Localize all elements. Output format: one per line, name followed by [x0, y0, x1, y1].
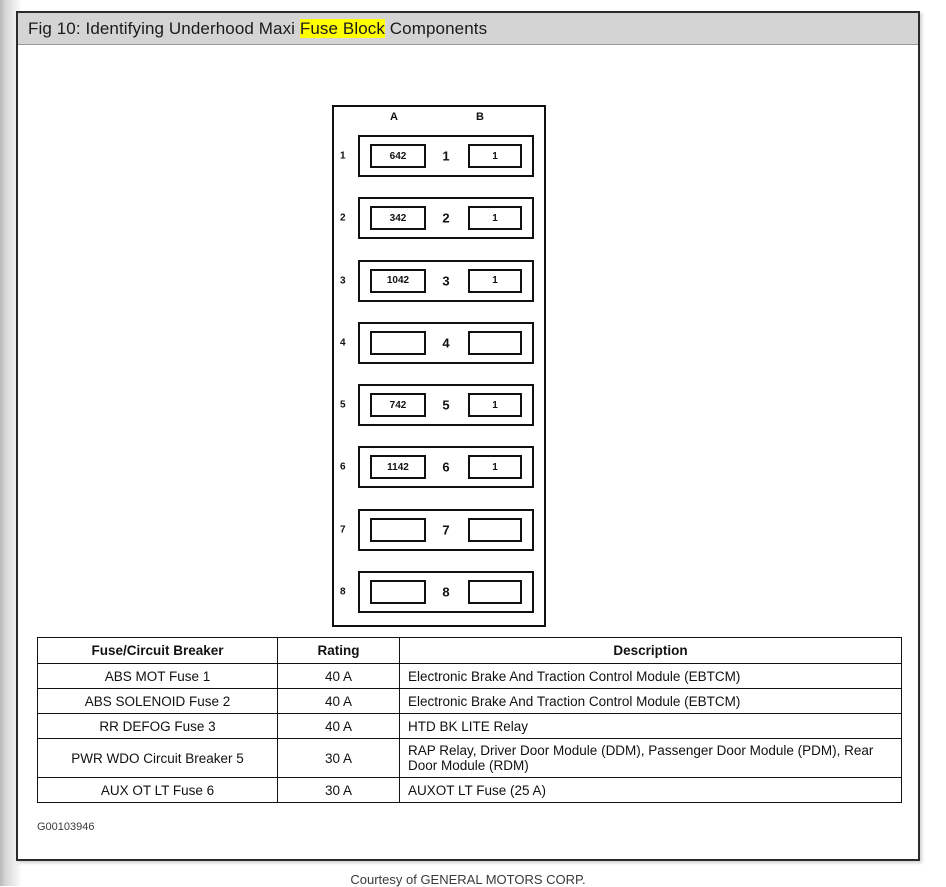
fuse-row-number: 6: [340, 461, 346, 473]
cell-description: Electronic Brake And Traction Control Mo…: [399, 663, 902, 689]
cell-description: Electronic Brake And Traction Control Mo…: [399, 688, 902, 714]
page-title: Fig 10: Identifying Underhood Maxi Fuse …: [28, 18, 488, 39]
fuse-slot-b: [468, 330, 522, 355]
fuse-row-housing: [358, 508, 534, 551]
fuse-block-diagram: A B 1 642 1 1 2 342 2: [332, 105, 546, 627]
fuse-row-housing: [358, 259, 534, 302]
fuse-row-number: 2: [340, 212, 346, 224]
fuse-row-number: 1: [340, 150, 346, 162]
fuse-block-row: 4 4: [340, 318, 534, 368]
cell-rating: 40 A: [277, 713, 400, 739]
document-panel: Fig 10: Identifying Underhood Maxi Fuse …: [16, 11, 920, 887]
fuse-slot-a: 742: [370, 393, 426, 418]
fuse-slot-a: [370, 330, 426, 355]
fuse-slot-a: 342: [370, 206, 426, 231]
figure-content: A B 1 642 1 1 2 342 2: [18, 45, 918, 887]
fuse-block-row: 5 742 5 1: [340, 380, 534, 430]
fuse-block-row: 7 7: [340, 505, 534, 555]
fuse-slot-b: 1: [468, 455, 522, 480]
title-highlight: Fuse Block: [299, 18, 385, 38]
fuse-block-rows: 1 642 1 1 2 342 2 1 3: [334, 129, 544, 619]
fuse-slot-a: [370, 517, 426, 542]
fuse-block-row: 6 1142 6 1: [340, 442, 534, 492]
table-row: AUX OT LT Fuse 6 30 A AUXOT LT Fuse (25 …: [37, 777, 902, 803]
fuse-row-number: 7: [340, 524, 346, 536]
fuse-center-number: 1: [442, 148, 450, 164]
column-header-b: B: [476, 111, 484, 123]
fuse-row-number: 5: [340, 399, 346, 411]
fuse-center-number: 8: [442, 584, 450, 600]
column-header-a: A: [390, 111, 398, 123]
fuse-center-number: 7: [442, 522, 450, 538]
cell-fuse-name: AUX OT LT Fuse 6: [37, 777, 278, 803]
table-row: ABS MOT Fuse 1 40 A Electronic Brake And…: [37, 663, 902, 689]
fuse-slot-b: [468, 579, 522, 604]
cell-description: HTD BK LITE Relay: [399, 713, 902, 739]
fuse-slot-a: 1142: [370, 455, 426, 480]
fuse-block-row: 2 342 2 1: [340, 193, 534, 243]
cell-fuse-name: RR DEFOG Fuse 3: [37, 713, 278, 739]
fuse-row-housing: [358, 384, 534, 427]
fuse-center-number: 4: [442, 335, 450, 351]
cell-fuse-name: ABS MOT Fuse 1: [37, 663, 278, 689]
fuse-slot-a: 642: [370, 144, 426, 168]
figure-title-bar: Fig 10: Identifying Underhood Maxi Fuse …: [18, 13, 918, 45]
fuse-row-number: 3: [340, 275, 346, 287]
title-prefix: Fig 10: Identifying Underhood Maxi: [28, 18, 300, 38]
title-suffix: Components: [384, 18, 488, 38]
table-row: PWR WDO Circuit Breaker 5 30 A RAP Relay…: [37, 738, 902, 778]
fuse-block-row: 3 1042 3 1: [340, 256, 534, 306]
figure-id: G00103946: [37, 821, 95, 833]
fuse-row-number: 4: [340, 337, 346, 349]
fuse-slot-b: 1: [468, 268, 522, 293]
fuse-row-housing: [358, 570, 534, 613]
fuse-slot-b: 1: [468, 206, 522, 231]
fuse-block-row: 8 8: [340, 567, 534, 617]
fuse-row-housing: [358, 321, 534, 364]
cell-rating: 40 A: [277, 688, 400, 714]
fuse-slot-b: 1: [468, 393, 522, 418]
fuse-slot-a: [370, 579, 426, 604]
courtesy-notice: Courtesy of GENERAL MOTORS CORP.: [350, 872, 586, 887]
column-header-rating: Rating: [277, 637, 400, 664]
table-row: ABS SOLENOID Fuse 2 40 A Electronic Brak…: [37, 688, 902, 714]
fuse-slot-b: [468, 517, 522, 542]
fuse-row-housing: [358, 446, 534, 489]
fuse-slot-b: 1: [468, 144, 522, 168]
table-header-row: Fuse/Circuit Breaker Rating Description: [37, 637, 902, 664]
column-header-description: Description: [399, 637, 902, 664]
cell-rating: 30 A: [277, 777, 400, 803]
fuse-description-table: Fuse/Circuit Breaker Rating Description …: [37, 637, 902, 803]
fuse-center-number: 2: [442, 210, 450, 226]
fuse-center-number: 5: [442, 397, 450, 413]
column-header-fuse-circuit-breaker: Fuse/Circuit Breaker: [37, 637, 278, 664]
fuse-center-number: 3: [442, 273, 450, 289]
fuse-row-number: 8: [340, 586, 346, 598]
fuse-row-housing: [358, 135, 534, 177]
fuse-slot-a: 1042: [370, 268, 426, 293]
fuse-center-number: 6: [442, 459, 450, 475]
cell-fuse-name: ABS SOLENOID Fuse 2: [37, 688, 278, 714]
cell-fuse-name: PWR WDO Circuit Breaker 5: [37, 738, 278, 778]
table-row: RR DEFOG Fuse 3 40 A HTD BK LITE Relay: [37, 713, 902, 739]
cell-description: AUXOT LT Fuse (25 A): [399, 777, 902, 803]
cell-description: RAP Relay, Driver Door Module (DDM), Pas…: [399, 738, 902, 778]
fuse-row-housing: [358, 197, 534, 240]
cell-rating: 30 A: [277, 738, 400, 778]
cell-rating: 40 A: [277, 663, 400, 689]
fuse-block-row: 1 642 1 1: [340, 131, 534, 181]
fuse-block-column-headers: A B: [334, 107, 544, 129]
